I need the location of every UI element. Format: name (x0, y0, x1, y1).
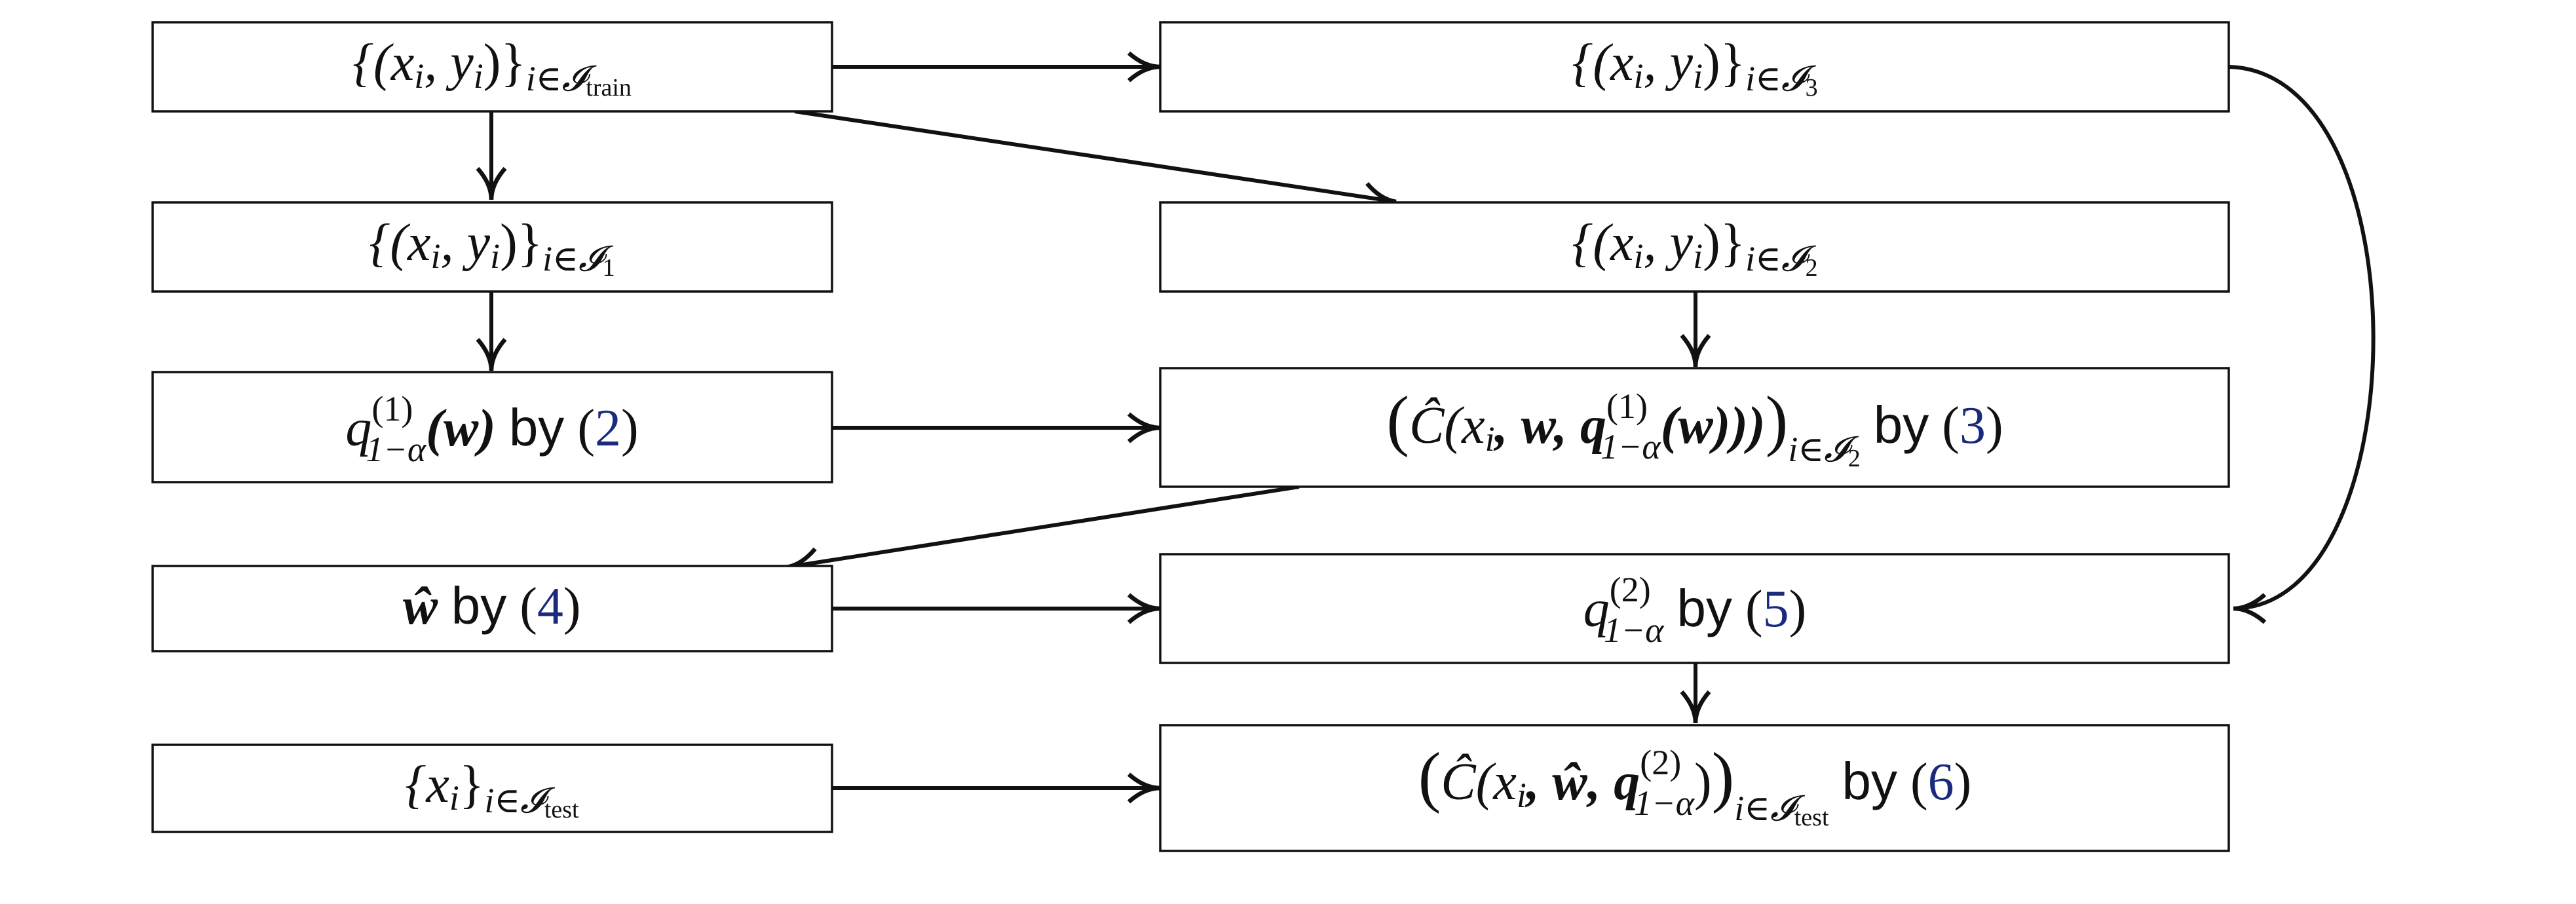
node-q1-quantile-label: q(1)1−α(w) by (2) (345, 389, 638, 469)
node-q1-quantile: q(1)1−α(w) by (2) (151, 371, 833, 483)
node-w-hat: ŵ by (4) (151, 565, 833, 652)
node-train-set: {(xi, yi)}i∈𝓘train (151, 21, 833, 113)
node-i3-set: {(xi, yi)}i∈𝓘3 (1159, 21, 2230, 113)
node-i1-set: {(xi, yi)}i∈𝓘1 (151, 201, 833, 293)
node-train-set-label: {(xi, yi)}i∈𝓘train (352, 34, 632, 102)
node-c1-sets: (Ĉ(xi, w, q(1)1−α(w))))i∈𝓘2 by (3) (1159, 367, 2230, 488)
node-q2-quantile: q(2)1−α by (5) (1159, 553, 2230, 664)
node-i2-set-label: {(xi, yi)}i∈𝓘2 (1572, 214, 1817, 282)
node-c2-sets: (Ĉ(xi, ŵ, q(2)1−α))i∈𝓘test by (6) (1159, 724, 2230, 852)
node-test-set: {xi}i∈𝓘test (151, 744, 833, 833)
node-i1-set-label: {(xi, yi)}i∈𝓘1 (369, 214, 615, 282)
edge-c1-to-what (786, 485, 1300, 578)
node-q2-quantile-label: q(2)1−α by (5) (1583, 570, 1807, 650)
node-i2-set: {(xi, yi)}i∈𝓘2 (1159, 201, 2230, 293)
node-w-hat-label: ŵ by (4) (402, 576, 580, 635)
edges (476, 51, 2376, 804)
node-c1-sets-label: (Ĉ(xi, w, q(1)1−α(w))))i∈𝓘2 by (3) (1386, 383, 2003, 472)
edge-i3-to-q2-curve (2228, 65, 2376, 624)
node-test-set-label: {xi}i∈𝓘test (405, 756, 579, 823)
edge-train-to-i2 (794, 109, 1397, 213)
node-i3-set-label: {(xi, yi)}i∈𝓘3 (1572, 34, 1817, 102)
node-c2-sets-label: (Ĉ(xi, ŵ, q(2)1−α))i∈𝓘test by (6) (1418, 739, 1972, 831)
